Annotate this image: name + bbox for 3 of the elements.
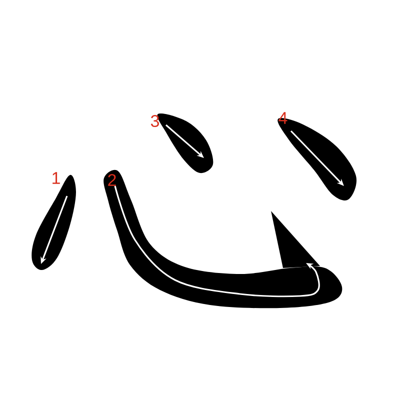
stroke-number: 1 bbox=[52, 172, 60, 184]
stroke-number: 3 bbox=[150, 114, 159, 128]
stroke-number: 2 bbox=[108, 174, 116, 186]
